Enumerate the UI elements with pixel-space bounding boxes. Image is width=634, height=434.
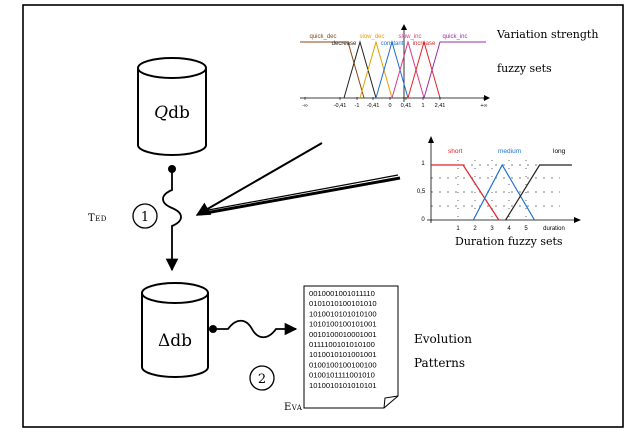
variation-tick-label: 2,41 bbox=[435, 103, 446, 109]
pattern-line: 1010010101001001 bbox=[309, 350, 377, 359]
pattern-line: 0010100010001001 bbox=[309, 330, 377, 339]
variation-set-quick-inc bbox=[423, 41, 486, 99]
duration-set-short bbox=[430, 164, 500, 221]
duration-label-short: short bbox=[448, 148, 463, 155]
delta-database: Δdb bbox=[141, 282, 209, 378]
ted-step-label: Ted bbox=[88, 213, 107, 224]
variation-set-constant bbox=[375, 40, 409, 99]
figure-frame bbox=[22, 4, 624, 428]
pattern-line: 1010010101010100 bbox=[309, 309, 377, 318]
duration-x-tick-1: 1 bbox=[456, 226, 460, 232]
variation-label-slow-inc: slow_inc bbox=[398, 34, 421, 40]
eva-step-number: 2 bbox=[258, 372, 266, 387]
pattern-line: 0111100101010100 bbox=[309, 340, 375, 349]
pattern-line: 0101010100101010 bbox=[309, 299, 377, 308]
pattern-line: 1010010101010101 bbox=[309, 381, 377, 390]
eva-flow-arrow bbox=[209, 319, 298, 339]
duration-chart: 1 0,5 0 1 2 3 4 5 duration short medium … bbox=[417, 136, 581, 232]
variation-set-quick-dec bbox=[300, 41, 365, 99]
duration-y-tick-05: 0,5 bbox=[417, 189, 426, 195]
variation-tick-label: 1 bbox=[421, 103, 424, 109]
duration-x-tick-2: 2 bbox=[473, 226, 477, 232]
duration-set-medium bbox=[472, 163, 536, 221]
variation-set-decrease bbox=[343, 40, 377, 99]
patterns-document: 0010001001011110010101010010101010100101… bbox=[303, 285, 399, 409]
pattern-line: 0100100100100100 bbox=[309, 360, 377, 369]
duration-label-long: long bbox=[553, 148, 566, 155]
variation-set-increase bbox=[407, 40, 441, 99]
duration-label-medium: medium bbox=[498, 148, 521, 155]
variation-set-slow-inc bbox=[391, 40, 425, 99]
duration-input-arrow-thick bbox=[199, 176, 401, 216]
pattern-line: 0010001001011110 bbox=[309, 289, 375, 298]
duration-x-axis-label: duration bbox=[543, 226, 565, 232]
variation-label-quick-dec: quick_dec bbox=[309, 34, 336, 40]
duration-set-long bbox=[505, 164, 572, 221]
q-database: Qdb bbox=[137, 57, 207, 156]
duration-y-tick-1: 1 bbox=[421, 161, 425, 167]
variation-tick-label: -1 bbox=[355, 103, 360, 109]
variation-strength-chart: quick_decdecreaseslow_decconstantslow_in… bbox=[300, 24, 490, 109]
variation-label-constant: constant bbox=[381, 41, 404, 47]
pattern-line: 0100101111001010 bbox=[309, 371, 375, 380]
q-database-label: Qdb bbox=[154, 103, 190, 123]
variation-tick-label: 0,41 bbox=[401, 103, 412, 109]
variation-label-increase: increase bbox=[413, 41, 436, 47]
variation-tick-label: -0,41 bbox=[334, 103, 347, 109]
variation-label-slow-dec: slow_dec bbox=[359, 34, 384, 40]
patterns-caption-line1: Evolution bbox=[414, 332, 472, 346]
ted-step-number: 1 bbox=[141, 210, 149, 225]
pattern-line: 1010100100101001 bbox=[309, 320, 377, 329]
patterns-caption-line2: Patterns bbox=[414, 356, 465, 370]
variation-chart-title-line1: Variation strength bbox=[496, 28, 598, 41]
ted-flow-arrow bbox=[162, 165, 182, 272]
variation-tick-label: 0 bbox=[388, 103, 391, 109]
delta-database-label: Δdb bbox=[158, 331, 192, 351]
variation-tick-label: -∞ bbox=[302, 103, 308, 109]
ted-step-marker: 1 bbox=[132, 203, 158, 229]
duration-x-tick-5: 5 bbox=[524, 226, 528, 232]
duration-chart-title: Duration fuzzy sets bbox=[455, 235, 563, 248]
variation-label-quick-inc: quick_inc bbox=[442, 34, 467, 40]
variation-tick-label: +∞ bbox=[480, 103, 487, 109]
eva-step-marker: 2 bbox=[249, 365, 275, 391]
variation-chart-title-line2: fuzzy sets bbox=[497, 62, 552, 75]
eva-step-label: Eva bbox=[284, 402, 303, 413]
variation-input-arrow bbox=[195, 142, 323, 216]
variation-label-decrease: decrease bbox=[332, 41, 357, 47]
duration-x-tick-4: 4 bbox=[507, 226, 511, 232]
variation-tick-label: -0,41 bbox=[367, 103, 380, 109]
variation-set-slow-dec bbox=[359, 40, 393, 99]
duration-input-arrow-thin bbox=[202, 174, 399, 212]
duration-x-tick-3: 3 bbox=[490, 226, 494, 232]
duration-y-tick-0: 0 bbox=[421, 217, 425, 223]
